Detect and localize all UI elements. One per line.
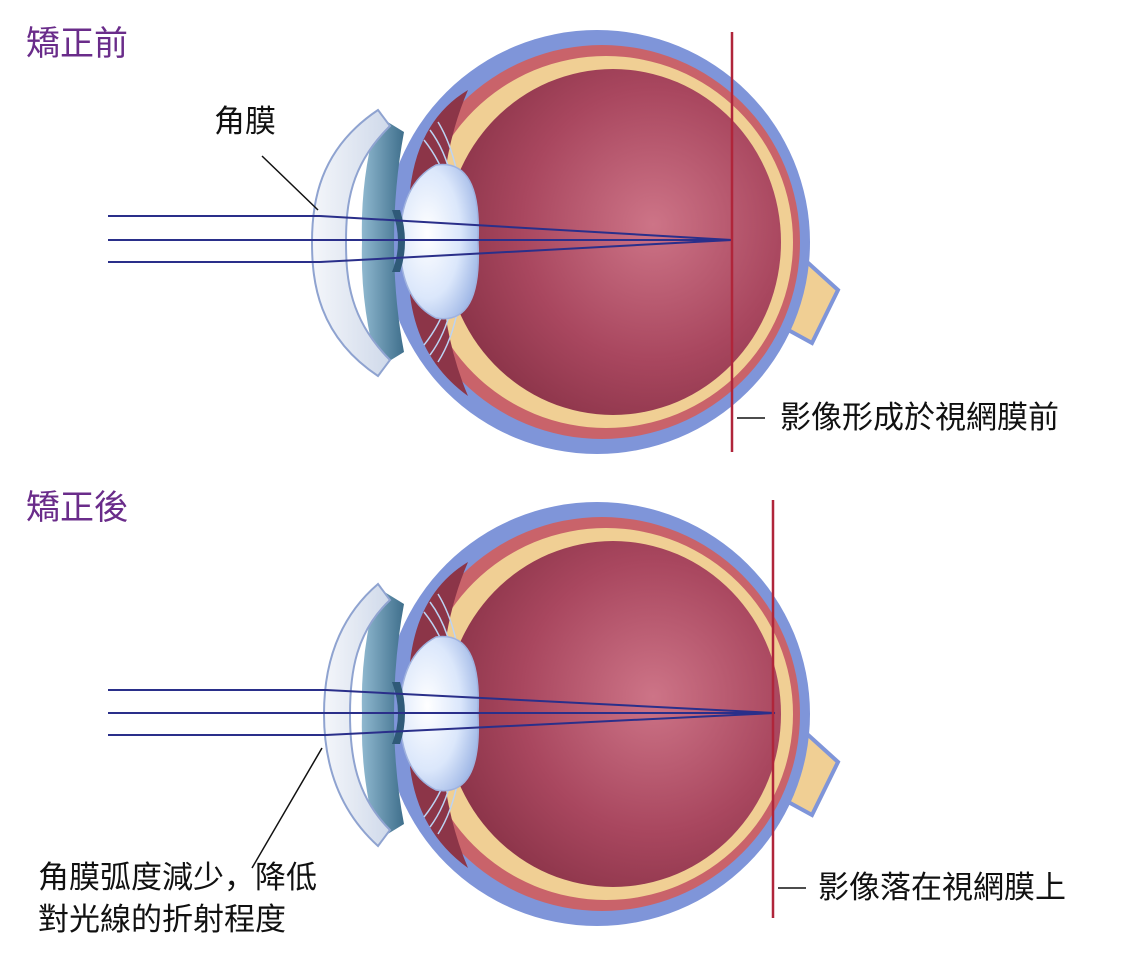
panel-before: [108, 28, 840, 456]
panel-after: [108, 500, 840, 928]
light-rays-before: [108, 215, 733, 263]
title-before: 矯正前: [26, 24, 128, 64]
light-rays-after: [108, 689, 776, 736]
cornea-note-leader-line: [251, 747, 323, 869]
cornea-note-line2: 對光線的折射程度: [38, 902, 286, 938]
title-after: 矯正後: [26, 488, 128, 528]
image-label-before: 影像形成於視網膜前: [780, 400, 1059, 436]
cornea-before: [310, 108, 392, 378]
image-label-after: 影像落在視網膜上: [818, 870, 1066, 906]
cornea-label: 角膜: [214, 104, 276, 140]
cornea-after: [322, 582, 392, 848]
eyeball-before: [359, 28, 840, 456]
cornea-note-line1: 角膜弧度減少，降低: [38, 860, 317, 896]
cornea-leader-line: [261, 155, 319, 211]
